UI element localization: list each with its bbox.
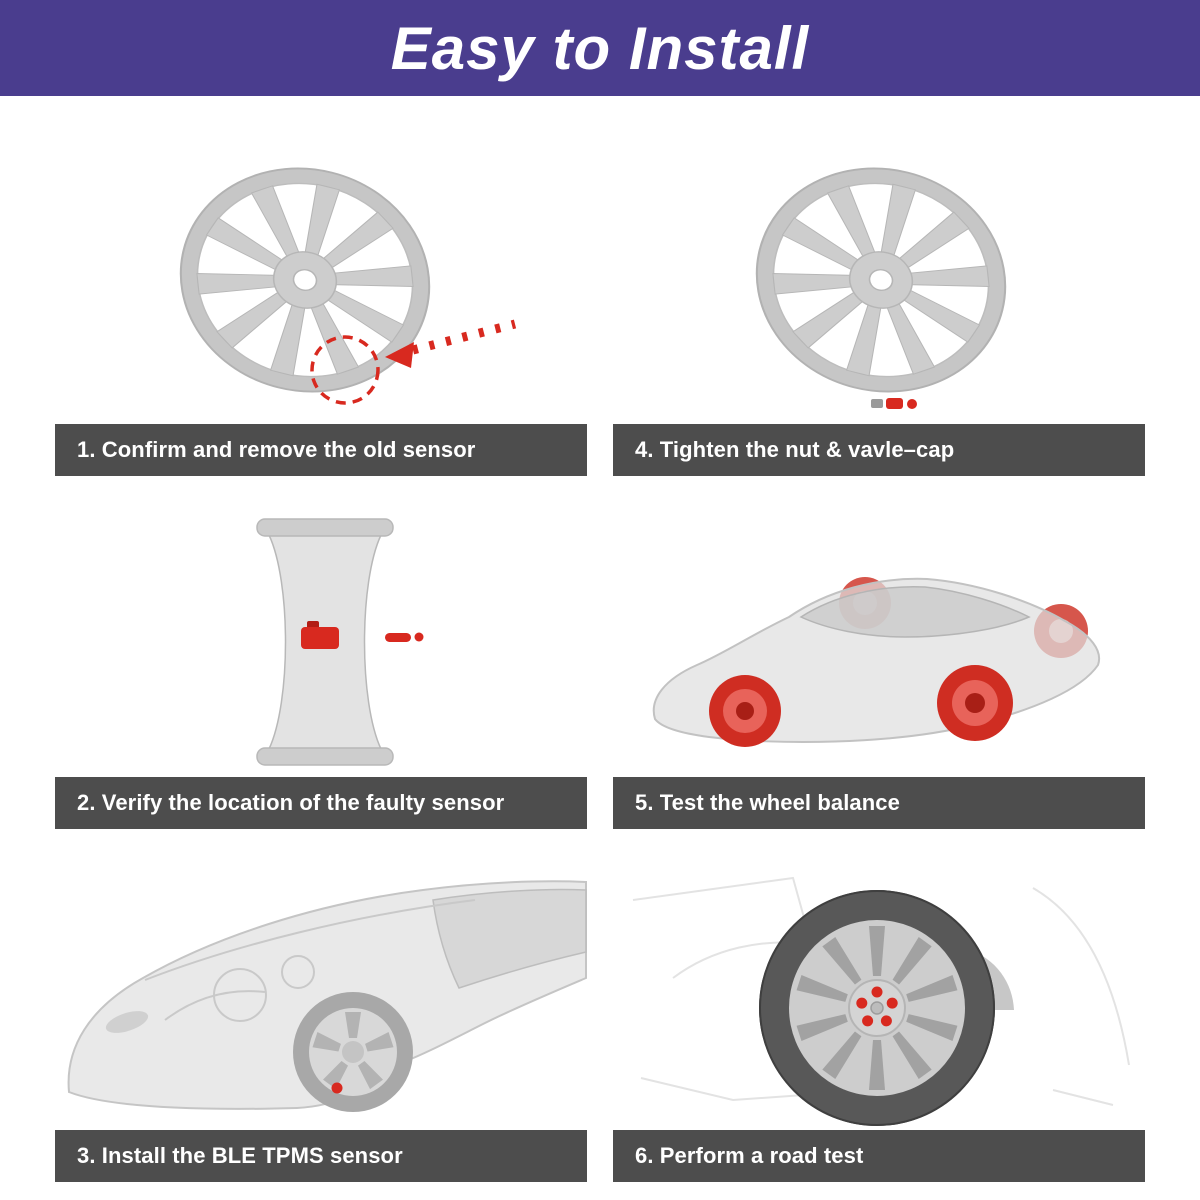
step-caption-bar: 6. Perform a road test — [613, 1130, 1145, 1182]
step-caption-text: 4. Tighten the nut & vavle–cap — [635, 437, 955, 462]
valve-nut-and-cap — [871, 398, 917, 409]
wheel-closeup-svg — [632, 876, 1130, 1126]
step-caption-text: 5. Test the wheel balance — [635, 790, 900, 815]
headlight — [105, 1011, 149, 1033]
red-lug-nuts — [856, 986, 898, 1027]
step-caption-bar: 2. Verify the location of the faulty sen… — [55, 777, 587, 829]
illustration-verify-sensor-location — [55, 507, 587, 777]
wheel-remove-sensor-svg — [179, 167, 517, 405]
step-panel-4: 4. Tighten the nut & vavle–cap — [613, 154, 1145, 476]
step-caption-bar: 4. Tighten the nut & vavle–cap — [613, 424, 1145, 476]
illustration-road-test — [613, 860, 1145, 1130]
alloy-wheel — [179, 167, 431, 393]
steps-grid: 1. Confirm and remove the old sensor — [55, 154, 1145, 1182]
wheel-valve-svg — [755, 167, 1007, 409]
step-panel-5: 5. Test the wheel balance — [613, 507, 1145, 829]
step-caption-text: 6. Perform a road test — [635, 1143, 864, 1168]
wheel-closeup — [759, 890, 995, 1126]
step-caption-bar: 3. Install the BLE TPMS sensor — [55, 1130, 587, 1182]
step-caption-bar: 1. Confirm and remove the old sensor — [55, 424, 587, 476]
windshield — [432, 888, 587, 989]
car-greenhouse — [799, 586, 1031, 638]
red-dotted-arrow — [385, 319, 517, 368]
car-front-wheel-svg — [67, 880, 587, 1112]
illustration-tighten-valve-cap — [613, 154, 1145, 424]
step-panel-1: 1. Confirm and remove the old sensor — [55, 154, 587, 476]
red-tpms-sensor — [301, 621, 424, 649]
step-panel-3: 3. Install the BLE TPMS sensor — [55, 860, 587, 1182]
step-caption-text: 3. Install the BLE TPMS sensor — [77, 1143, 403, 1168]
step-caption-text: 1. Confirm and remove the old sensor — [77, 437, 476, 462]
front-wheel — [293, 992, 413, 1112]
step-caption-bar: 5. Test the wheel balance — [613, 777, 1145, 829]
alloy-wheel — [755, 167, 1007, 393]
illustration-wheel-balance — [613, 507, 1145, 777]
step-caption-text: 2. Verify the location of the faulty sen… — [77, 790, 505, 815]
page-title: Easy to Install — [390, 14, 810, 82]
engine-bay-sketch — [144, 899, 476, 1022]
illustration-remove-old-sensor — [55, 154, 587, 424]
step-panel-2: 2. Verify the location of the faulty sen… — [55, 507, 587, 829]
step-panel-6: 6. Perform a road test — [613, 860, 1145, 1182]
car-red-wheels-svg — [652, 577, 1101, 747]
sensor-location-dashed-circle — [310, 335, 380, 405]
header-banner: Easy to Install — [0, 0, 1200, 96]
illustration-install-ble-tpms — [55, 860, 587, 1130]
red-tpms-sensor-dot — [331, 1082, 343, 1094]
near-red-wheels — [709, 665, 1013, 747]
rim-side-svg — [256, 518, 424, 766]
